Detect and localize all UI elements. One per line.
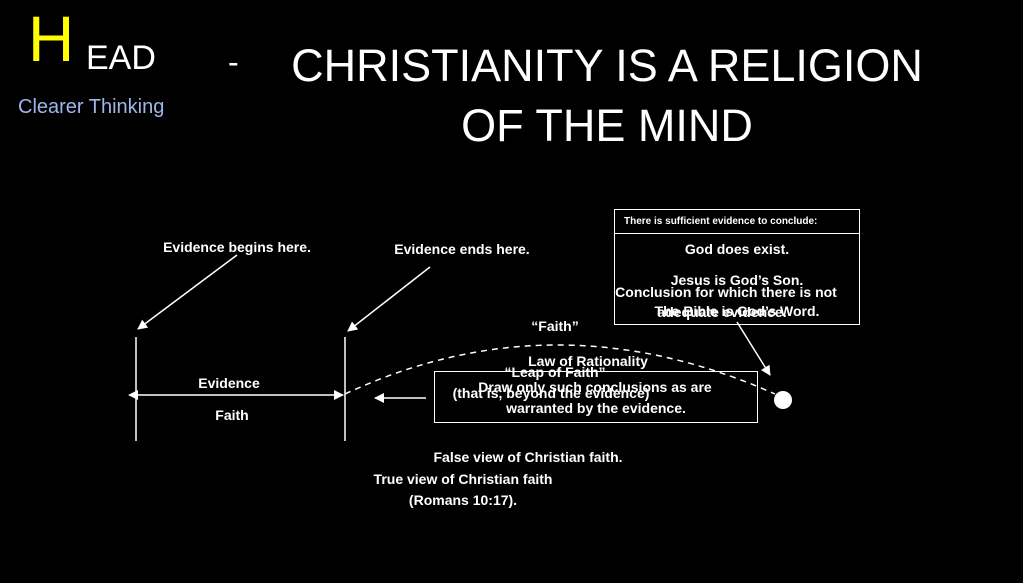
conclusion-dot	[774, 391, 792, 409]
sufficient-item-god-exists: God does exist.	[684, 241, 790, 257]
conclusion-label-line-1: Conclusion for which there is not	[615, 284, 837, 300]
law-text-line-1: Draw only such conclusions as are	[478, 379, 712, 395]
conclusion-label-line-2: adequate evidence.	[657, 304, 787, 320]
sufficient-item-bible: The Bible is God’s Word.	[654, 303, 820, 319]
evidence-label: Evidence	[198, 375, 260, 391]
evidence-begins-arrow	[137, 254, 238, 330]
page-title-line-1: CHRISTIANITY IS A RELIGION	[291, 40, 923, 91]
faith-quote-label: “Faith”	[531, 318, 579, 334]
leap-label-line-2: (that is, beyond the evidence)	[452, 385, 650, 401]
logo-letter-h: H	[28, 3, 75, 75]
sufficient-item-jesus: Jesus is God’s Son.	[670, 272, 804, 288]
title-dash: -	[228, 44, 239, 80]
sufficient-evidence-box: There is sufficient evidence to conclude…	[614, 209, 860, 325]
logo-text: EAD	[86, 39, 156, 77]
faith-label: Faith	[215, 407, 249, 423]
law-title: Law of Rationality	[528, 353, 648, 369]
conclusion-arrow	[736, 321, 771, 376]
evidence-begins-label: Evidence begins here.	[163, 239, 311, 255]
true-view-label-line-1: True view of Christian faith	[373, 471, 553, 487]
evidence-ends-label: Evidence ends here.	[394, 241, 530, 257]
evidence-ends-arrow	[347, 266, 431, 332]
page-title-line-2: OF THE MIND	[461, 100, 753, 151]
law-text-line-2: warranted by the evidence.	[506, 400, 686, 416]
true-view-label-line-2: (Romans 10:17).	[408, 492, 518, 508]
leap-label-line-1: “Leap of Faith”	[504, 364, 606, 380]
false-view-label: False view of Christian faith.	[433, 449, 623, 465]
law-of-rationality-box	[434, 371, 758, 423]
sufficient-evidence-header: There is sufficient evidence to conclude…	[615, 210, 859, 234]
logo-subtitle: Clearer Thinking	[18, 96, 165, 118]
